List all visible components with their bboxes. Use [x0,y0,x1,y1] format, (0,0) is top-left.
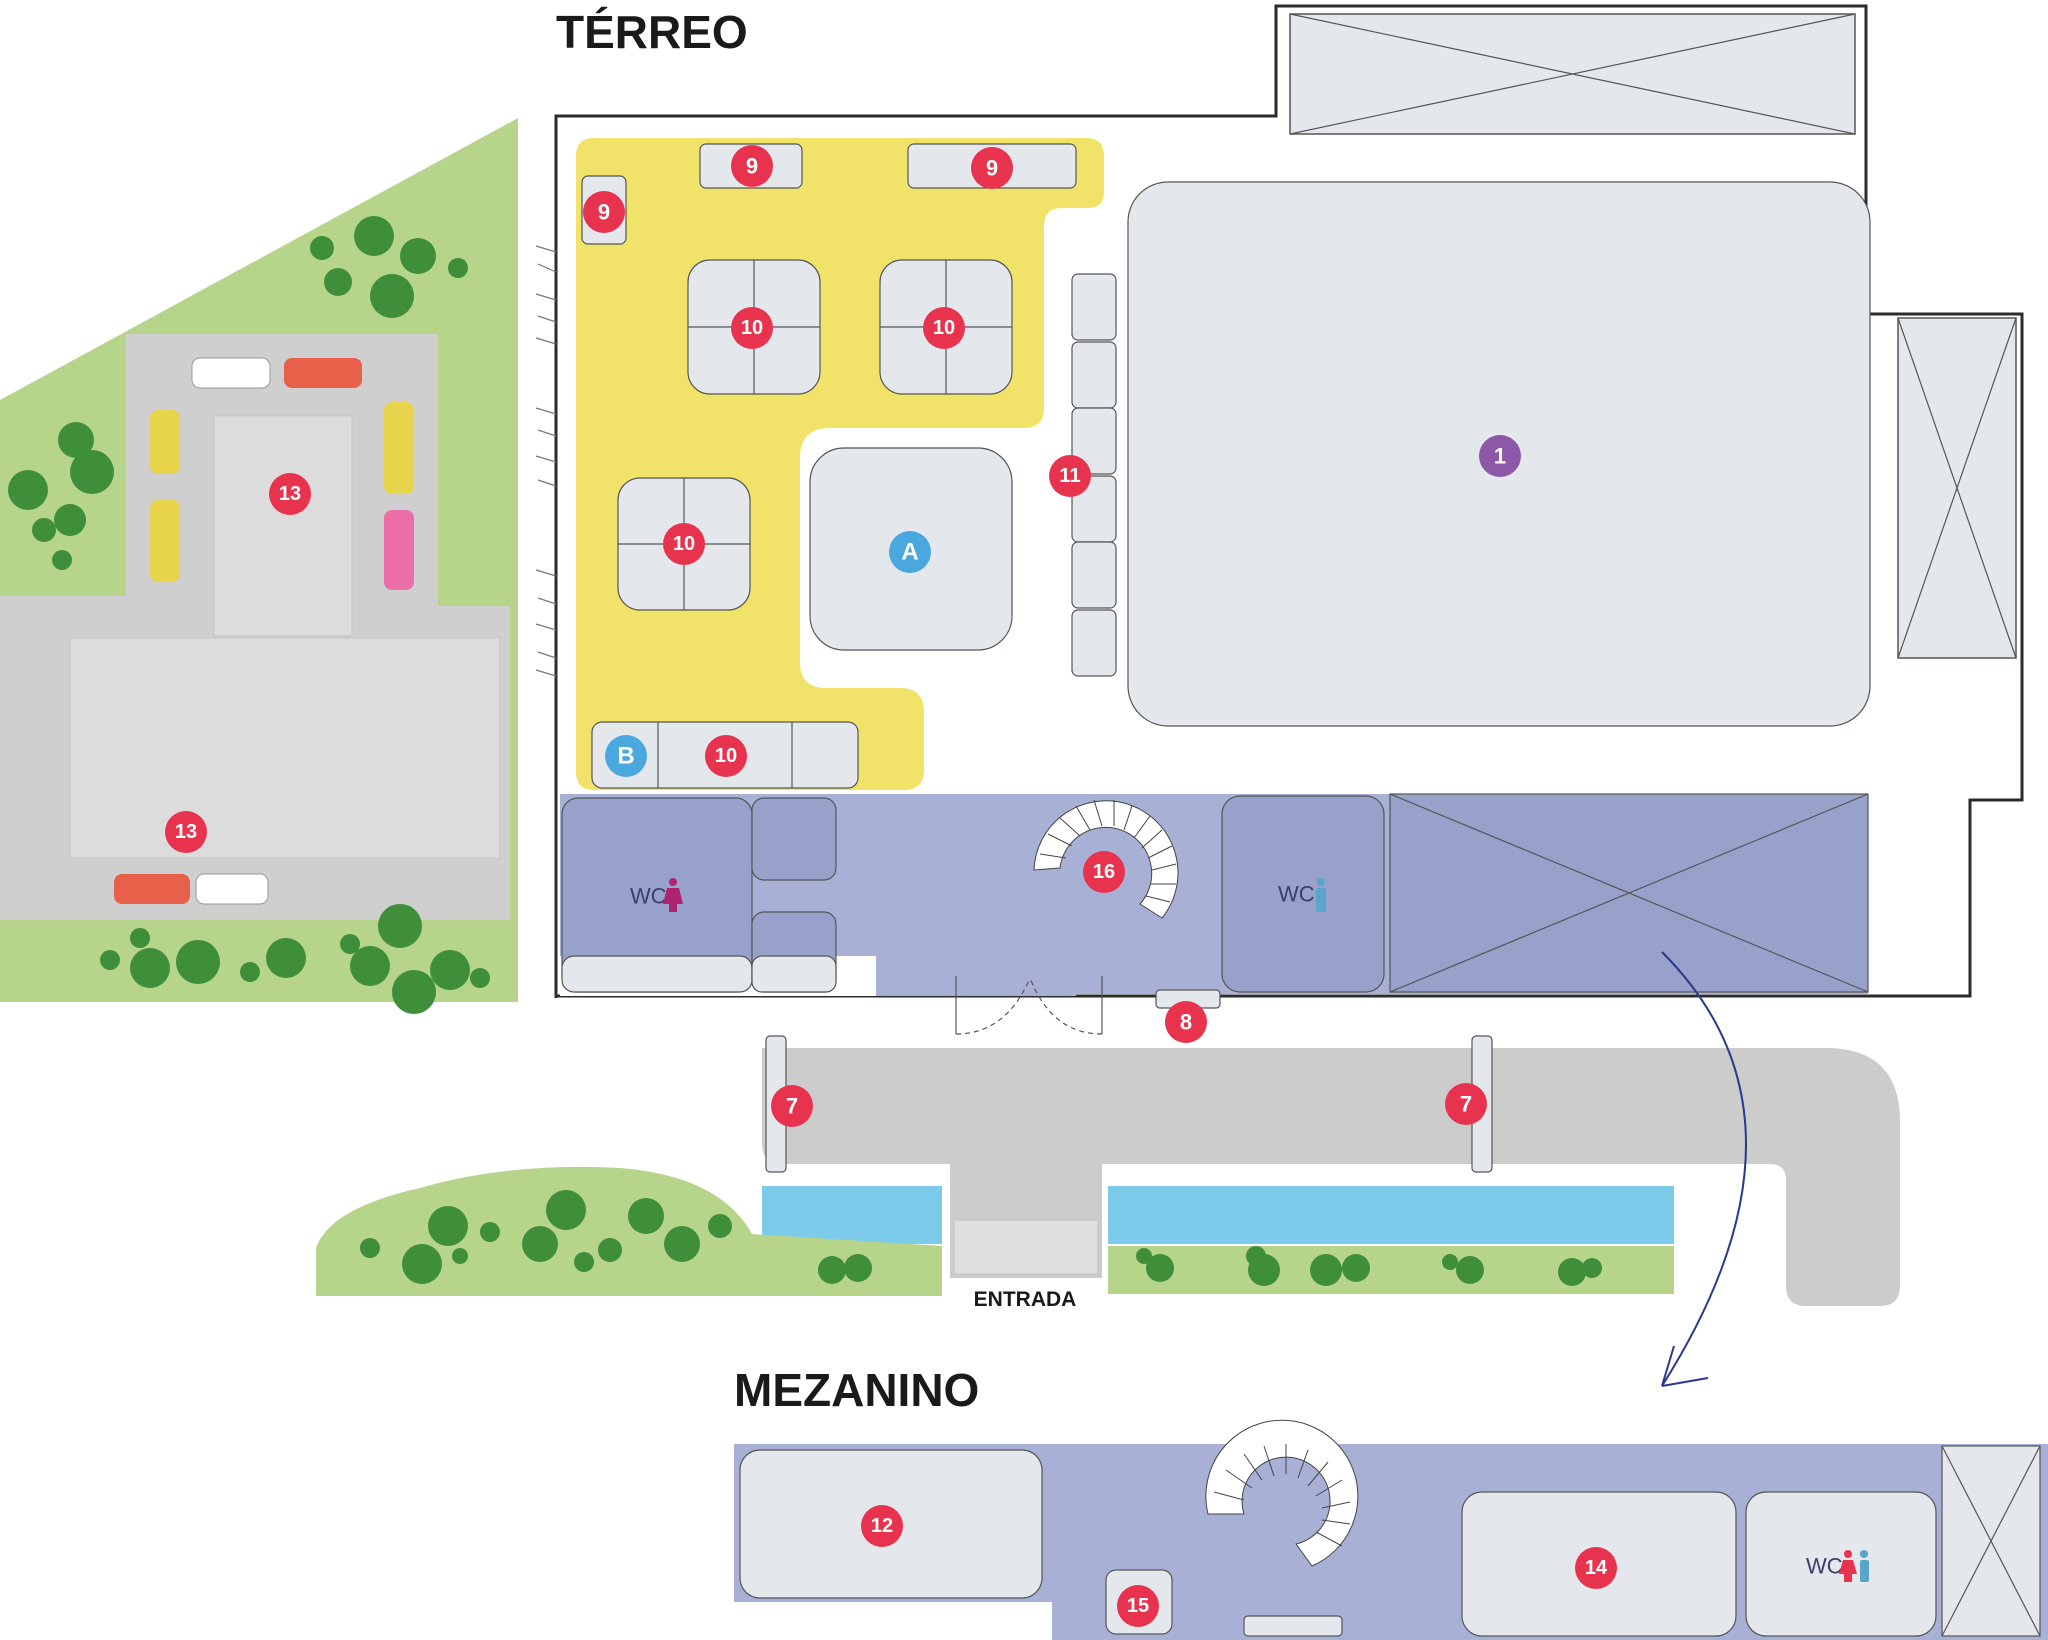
svg-text:16: 16 [1093,861,1115,883]
svg-text:10: 10 [741,317,763,339]
ground-floor-building: WC WC [535,4,2024,1035]
mezzanine-spiral-stair [1205,1419,1359,1567]
car-red-bottom [114,874,190,904]
storage-right-side [1897,317,2017,659]
entrance-label: ENTRADA [974,1288,1077,1311]
spiral-stair-16 [1033,799,1179,919]
storage-top-right [1289,13,1856,135]
exterior-area: ENTRADA [316,1035,1900,1311]
badge-9-left: 9 [583,191,625,233]
garden-left [316,1166,942,1296]
male-icon [1316,878,1326,912]
entrance-paving [953,1219,1099,1275]
svg-text:A: A [901,539,918,566]
badge-10-c: 10 [663,523,705,565]
car-white-top [191,357,271,389]
parking-lot [0,118,518,1014]
wc-mezzanine-label: WC [1806,1554,1843,1579]
badge-10-b: 10 [923,307,965,349]
svg-text:9: 9 [746,154,758,179]
svg-text:9: 9 [598,200,610,225]
svg-text:11: 11 [1059,465,1080,487]
svg-text:7: 7 [1460,1092,1472,1117]
water-pool-left [762,1186,942,1244]
badge-10-d: 10 [705,735,747,777]
wc-men-label: WC [1278,882,1315,907]
badge-10-a: 10 [731,307,773,349]
svg-text:10: 10 [933,317,955,339]
badge-14: 14 [1575,1547,1617,1589]
car-yellow-left-2 [150,500,180,582]
car-pink-right [384,510,414,590]
wc-mezzanine-block [1745,1491,1937,1637]
badge-13-bottom: 13 [165,811,207,853]
title-mezanino: MEZANINO [734,1364,979,1416]
parked-cars [114,357,414,905]
left-wall-windows [535,245,557,677]
badge-9-right: 9 [971,147,1013,189]
svg-text:13: 13 [175,821,197,843]
svg-text:9: 9 [986,156,998,181]
water-pool-right [1108,1186,1674,1244]
svg-text:13: 13 [279,483,301,505]
title-terreo: TÉRREO [556,6,748,58]
wc-women-label: WC [630,884,667,909]
svg-text:10: 10 [673,533,695,555]
entrance-doors [955,976,1103,1035]
svg-text:14: 14 [1585,1557,1608,1579]
lockers-11 [1071,273,1117,677]
svg-text:8: 8 [1180,1010,1192,1035]
parking-trees [8,216,490,1014]
svg-text:10: 10 [715,745,737,767]
badge-15: 15 [1117,1585,1159,1627]
badge-A: A [889,531,931,573]
badge-8: 8 [1165,1001,1207,1043]
badge-B: B [605,735,647,777]
unisex-icon [1839,1550,1869,1582]
badge-16: 16 [1083,851,1125,893]
svg-text:B: B [617,743,634,770]
badge-12: 12 [861,1505,903,1547]
badge-7-left: 7 [771,1085,813,1127]
badge-11: 11 [1049,455,1091,497]
female-icon [663,878,683,912]
car-red-top [284,358,362,388]
mezzanine-counter [1243,1615,1343,1637]
wc-men-block [1221,795,1385,993]
garden-trees [360,1190,1602,1286]
svg-text:1: 1 [1494,444,1506,469]
car-yellow-right [384,402,414,494]
map-badges: 1 A B 7 7 8 9 9 9 10 10 10 10 11 13 13 1… [165,145,1617,1627]
car-white-bottom [195,873,269,905]
storage-strip-right [1389,793,1869,993]
mezzanine-floor [734,1419,2048,1640]
car-yellow-left-1 [150,410,180,474]
mezzanine-storage [1941,1445,2041,1637]
badge-9-center: 9 [731,145,773,187]
mezzanine-white-notch [734,1602,1052,1640]
parking-paving-pattern [69,415,501,859]
badge-1: 1 [1479,435,1521,477]
badge-13-top: 13 [269,473,311,515]
lobby-strip [876,954,1076,996]
mezzanine-arrow [1661,951,1747,1387]
svg-text:12: 12 [871,1515,893,1537]
wc-women-block [561,797,837,993]
badge-7-right: 7 [1445,1083,1487,1125]
svg-text:7: 7 [786,1094,798,1119]
svg-text:15: 15 [1127,1595,1149,1617]
